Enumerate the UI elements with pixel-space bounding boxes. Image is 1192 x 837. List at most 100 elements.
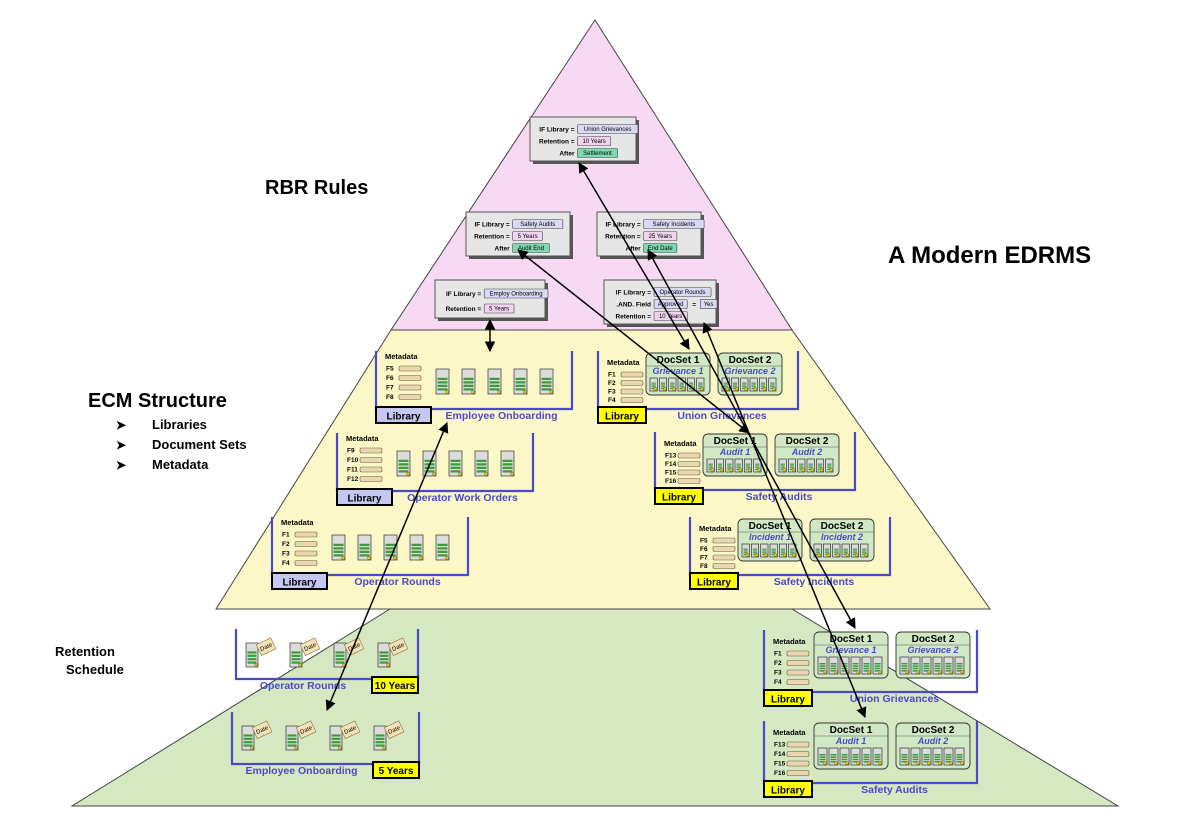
rule-value: 5 Years: [518, 234, 538, 240]
metadata-field-label: F7: [700, 555, 708, 562]
library-frame: [762, 721, 979, 785]
document-icon-line: [742, 386, 747, 388]
document-icon-badge: [672, 387, 676, 391]
metadata-field: [294, 560, 318, 566]
document-icon-line: [375, 744, 385, 747]
rule-key: IF Library =: [616, 290, 651, 297]
document-icon-line: [375, 734, 385, 737]
document-icon-line: [463, 388, 474, 391]
document-icon-badge: [549, 390, 553, 394]
document-icon-line: [830, 665, 837, 667]
document-icon-badge: [734, 387, 739, 391]
metadata-field-label: F1: [774, 651, 782, 658]
document-icon-line: [287, 734, 297, 737]
document-icon-line: [375, 737, 385, 740]
document-icon-badge: [700, 387, 704, 391]
document-icon-line: [852, 758, 859, 761]
metadata-field-label: F5: [386, 366, 394, 373]
document-icon-line: [541, 377, 552, 380]
document-icon-line: [863, 756, 870, 758]
document-icon-line: [437, 554, 448, 557]
document-icon-line: [912, 756, 919, 758]
document-icon-line: [843, 552, 848, 554]
document-icon-line: [411, 550, 422, 553]
document-icon-line: [335, 658, 345, 661]
rule-value-box: [483, 303, 515, 314]
metadata-field: [786, 741, 810, 748]
metadata-field-label: F14: [774, 751, 786, 758]
metadata-field-label: F7: [386, 385, 394, 392]
document-icon-badge: [738, 468, 743, 472]
document-icon-line: [956, 670, 963, 672]
document-icon-line: [945, 667, 952, 670]
document-icon-line: [815, 548, 820, 550]
metadata-field-label: F15: [665, 470, 677, 477]
document-icon-line: [834, 552, 839, 554]
metadata-field: [786, 760, 810, 767]
document-icon-line: [830, 662, 837, 665]
metadata-field: [712, 563, 736, 569]
document-icon-line: [450, 466, 461, 469]
document-set-name: Grievance 1: [825, 645, 876, 655]
rule-key: IF Library =: [539, 127, 574, 134]
document-icon-line: [736, 463, 741, 465]
document-icon-line: [912, 670, 919, 672]
document-icon-line: [830, 756, 837, 758]
document-icon-badge: [801, 468, 805, 472]
document-icon-badge: [791, 468, 796, 472]
metadata-field-label: F6: [386, 375, 394, 382]
document-icon-line: [912, 665, 919, 667]
date-tag-body: [383, 720, 405, 739]
document-icon-line: [912, 753, 919, 756]
document-icon-line: [874, 756, 881, 758]
document-icon-badge: [393, 556, 397, 560]
document-icon-line: [331, 744, 341, 747]
document-icon-line: [934, 667, 941, 670]
document-icon-line: [385, 554, 396, 557]
document-icon-line: [670, 384, 675, 386]
metadata-field-label: F3: [608, 389, 616, 396]
metadata-field: [786, 679, 810, 685]
document-icon-line: [670, 386, 675, 388]
document-icon-line: [808, 467, 813, 469]
metadata-field-label: F8: [386, 394, 394, 401]
document-icon-badge: [762, 387, 767, 391]
date-tag: Date: [299, 637, 321, 656]
document-icon-line: [437, 381, 448, 384]
metadata-label: Metadata: [385, 352, 418, 361]
metadata-field-label: F16: [774, 770, 786, 777]
document-icon-badge: [419, 556, 423, 560]
document-icon-badge: [878, 670, 882, 674]
document-icon-line: [956, 667, 963, 670]
document-icon-line: [760, 386, 766, 388]
metadata-field: [786, 669, 810, 676]
document-icon-line: [852, 753, 859, 756]
document-icon-badge: [386, 663, 390, 667]
document-icon-line: [727, 467, 732, 469]
document-icon-line: [291, 658, 301, 661]
document-icon-badge: [406, 472, 410, 476]
document-icon-line: [863, 758, 870, 761]
document-icon-line: [688, 382, 694, 384]
document-icon-line: [463, 381, 474, 384]
document-icon-line: [247, 658, 257, 661]
document-icon-line: [819, 761, 826, 763]
library-tag-label: Library: [387, 412, 421, 423]
document-icon-line: [815, 550, 820, 552]
document-icon-line: [698, 386, 703, 388]
diagram-title: A Modern EDRMS: [888, 242, 1091, 269]
document-icon-line: [956, 758, 963, 761]
document-icon-badge: [938, 670, 942, 674]
rule-value: Union Grievances: [584, 127, 632, 133]
document-icon-badge: [432, 472, 436, 476]
document-icon-badge: [856, 670, 860, 674]
metadata-field: [398, 394, 422, 400]
document-icon-badge: [782, 468, 787, 472]
metadata-field: [398, 375, 422, 381]
document-icon-line: [717, 463, 723, 465]
